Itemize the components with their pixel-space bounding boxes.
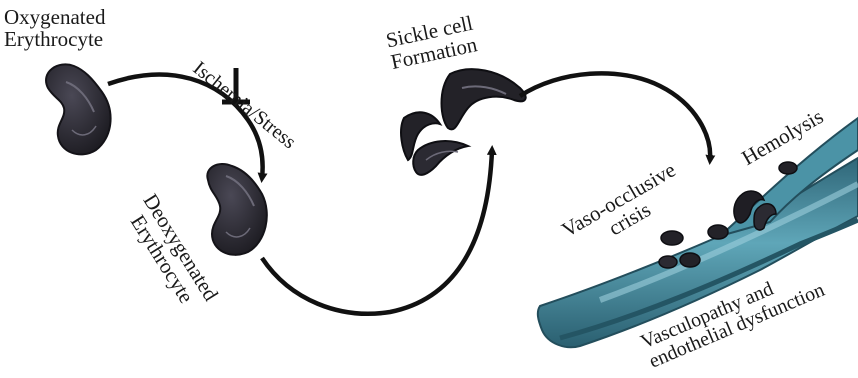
- label-oxygenated-line1: Oxygenated: [4, 6, 105, 28]
- deoxygenated-erythrocyte-icon: [207, 164, 267, 255]
- oxygenated-erythrocyte-icon: [46, 64, 111, 154]
- label-oxygenated-line2: Erythrocyte: [4, 28, 105, 50]
- label-oxygenated-erythrocyte: Oxygenated Erythrocyte: [4, 6, 105, 50]
- sickle-cells-icon: [401, 69, 526, 175]
- arrow-sickle-to-vessel: [520, 73, 710, 160]
- arrow-deoxy-to-sickle: [262, 150, 492, 314]
